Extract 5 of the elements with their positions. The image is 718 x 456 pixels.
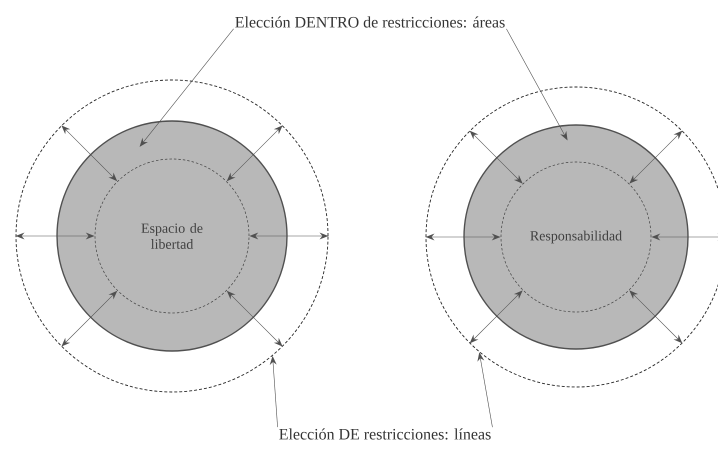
caption-text: Elección DE restricciones: líneas xyxy=(279,428,491,440)
caption-text: Elección DENTRO de restricciones: áreas xyxy=(235,16,505,28)
dashed-circle xyxy=(16,80,328,392)
shaded-circle xyxy=(56,120,288,352)
shaded-circle xyxy=(463,124,689,350)
